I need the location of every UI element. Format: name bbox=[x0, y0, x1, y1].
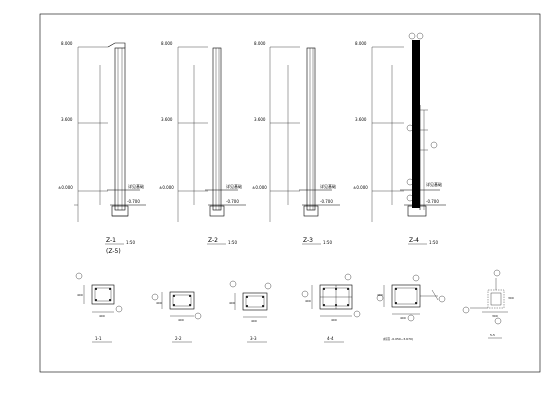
section-dim-width: 400 bbox=[99, 314, 105, 318]
section-dim-width: 400 bbox=[400, 316, 406, 320]
section-label: 4-4 bbox=[327, 336, 334, 341]
section-label: (标高 -0.050~3.670) bbox=[383, 336, 413, 341]
section-dim-depth: 400 bbox=[77, 293, 83, 297]
section-dim-width: 400 bbox=[178, 318, 184, 322]
section-label: 3-3 bbox=[250, 336, 257, 341]
column-elevation-z2: 8.000 3.600 ±0.000 -0.700 详见基础 Z-2 1:50 bbox=[159, 41, 246, 245]
top-level-label: 8.000 bbox=[355, 41, 367, 46]
foundation-note: 详见基础 bbox=[128, 183, 144, 189]
section-label: 5-5 bbox=[490, 333, 495, 337]
column-elevation-z3: 8.000 3.600 ±0.000 -0.700 详见基础 Z-3 1:50 bbox=[252, 41, 340, 245]
foot-level-label: -0.700 bbox=[320, 199, 333, 204]
column-label: Z-2 bbox=[208, 237, 218, 244]
section-4-4: 400 400 4-4 bbox=[301, 273, 361, 343]
section-dim-width: 300 bbox=[492, 314, 498, 318]
base-level-label: ±0.000 bbox=[252, 185, 267, 190]
base-level-label: ±0.000 bbox=[159, 185, 174, 190]
drawing-frame bbox=[39, 13, 541, 373]
column-label: Z-3 bbox=[303, 237, 313, 244]
column-sublabel: (Z-5) bbox=[106, 248, 121, 255]
foot-level-label: -0.700 bbox=[127, 199, 140, 204]
section-label: 1-1 bbox=[95, 336, 102, 341]
section-dim-depth: 400 bbox=[229, 301, 235, 305]
section-dim-depth: 300 bbox=[508, 296, 514, 300]
section-dim-depth: 400 bbox=[156, 301, 162, 305]
mid-level-label: 3.600 bbox=[161, 117, 173, 122]
base-level-label: ±0.000 bbox=[58, 185, 73, 190]
top-level-label: 8.000 bbox=[61, 41, 73, 46]
scale-label: 1:50 bbox=[126, 240, 135, 245]
section-elevation-range: 400 400 (标高 -0.050~3.670) bbox=[376, 274, 446, 341]
section-dim-depth: 400 bbox=[305, 299, 311, 303]
column-label: Z-4 bbox=[409, 237, 419, 244]
section-dim-width: 400 bbox=[331, 318, 337, 322]
section-1-1: 400 400 1-1 bbox=[75, 272, 123, 343]
column-label: Z-1 bbox=[106, 237, 116, 244]
scale-label: 1:50 bbox=[323, 240, 332, 245]
section-label: 2-2 bbox=[175, 336, 182, 341]
section-5-5: 300 300 5-5 bbox=[462, 269, 514, 339]
foundation-note: 详见基础 bbox=[426, 181, 442, 187]
mid-level-label: 3.600 bbox=[61, 117, 73, 122]
foundation-note: 详见基础 bbox=[320, 183, 336, 189]
section-dim-width: 400 bbox=[251, 319, 257, 323]
mid-level-label: 3.600 bbox=[254, 117, 266, 122]
scale-label: 1:50 bbox=[228, 240, 237, 245]
column-elevation-z4: 8.000 3.600 ±0.000 -0.700 详见基础 Z-4 1:50 bbox=[353, 32, 446, 245]
mid-level-label: 3.600 bbox=[355, 117, 367, 122]
base-level-label: ±0.000 bbox=[353, 185, 368, 190]
foundation-note: 详见基础 bbox=[226, 183, 242, 189]
section-3-3: 400 400 3-3 bbox=[229, 280, 272, 343]
scale-label: 1:50 bbox=[429, 240, 438, 245]
foot-level-label: -0.700 bbox=[426, 199, 439, 204]
top-level-label: 8.000 bbox=[254, 41, 266, 46]
column-elevation-z1: 8.000 3.600 ±0.000 -0.700 详见基础 Z-1 (Z-5)… bbox=[58, 41, 146, 255]
top-level-label: 8.000 bbox=[161, 41, 173, 46]
section-2-2: 400 400 2-2 bbox=[151, 291, 202, 343]
foot-level-label: -0.700 bbox=[226, 199, 239, 204]
section-dim-depth: 400 bbox=[377, 293, 383, 297]
